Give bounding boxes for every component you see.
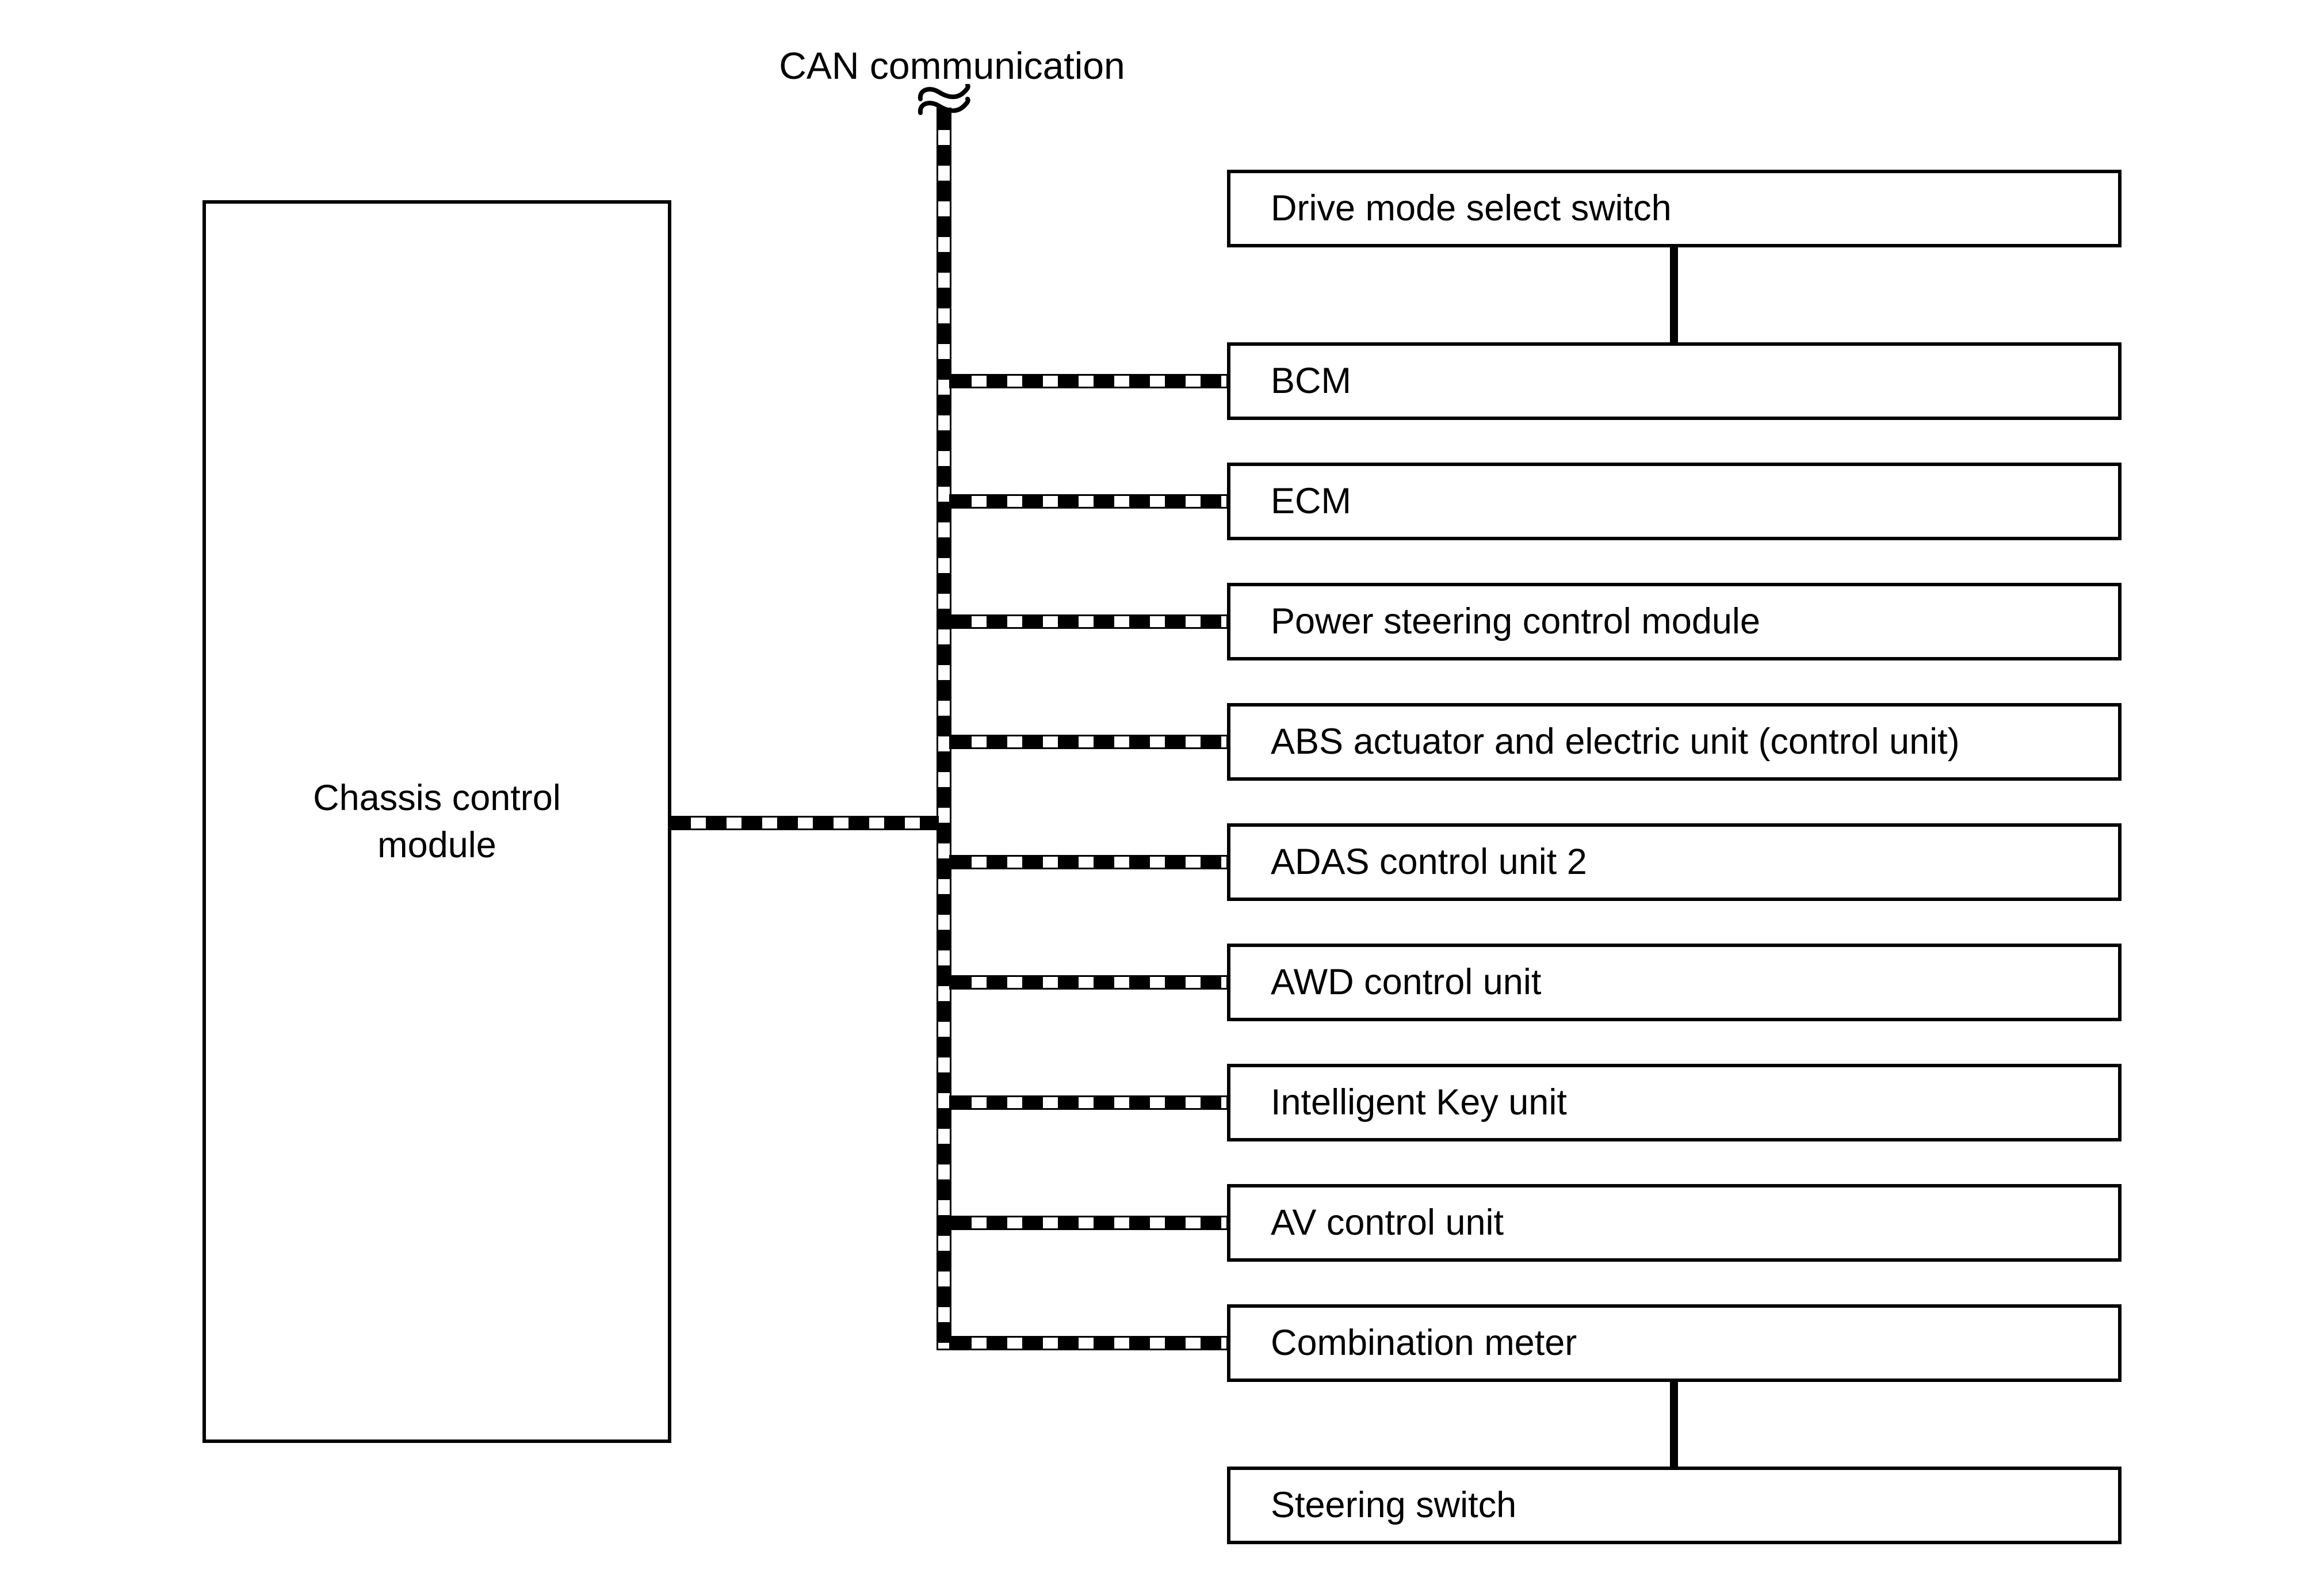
node-label: AWD control unit: [1271, 962, 1542, 1002]
node-label: BCM: [1271, 361, 1351, 401]
node-adas-control-unit-2: ADAS control unit 2: [1227, 823, 2122, 901]
can-bus-trunk-line: [937, 108, 951, 1350]
node-drive-mode-select-switch: Drive mode select switch: [1227, 170, 2122, 247]
can-branch-intelligent-key: [949, 1095, 1228, 1110]
node-steering-switch: Steering switch: [1227, 1467, 2122, 1544]
node-label: Combination meter: [1271, 1323, 1577, 1363]
node-label: ECM: [1271, 481, 1351, 521]
node-ecm: ECM: [1227, 463, 2122, 540]
node-label: Chassis control module: [313, 778, 561, 865]
node-chassis-control-module: Chassis control module: [202, 200, 671, 1443]
node-label: Drive mode select switch: [1271, 188, 1672, 228]
node-combination-meter: Combination meter: [1227, 1304, 2122, 1382]
can-branch-adas: [949, 855, 1228, 869]
node-awd-control-unit: AWD control unit: [1227, 944, 2122, 1021]
can-branch-power-steering: [949, 614, 1228, 629]
node-av-control-unit: AV control unit: [1227, 1184, 2122, 1262]
line-break-icon: [918, 84, 970, 115]
can-communication-label: CAN communication: [779, 44, 1125, 87]
can-branch-awd: [949, 975, 1228, 990]
can-branch-av: [949, 1216, 1228, 1230]
can-branch-abs: [949, 735, 1228, 749]
node-bcm: BCM: [1227, 342, 2122, 420]
can-branch-ecm: [949, 494, 1228, 509]
node-abs-actuator: ABS actuator and electric unit (control …: [1227, 703, 2122, 781]
node-label: ADAS control unit 2: [1271, 842, 1587, 882]
node-label: Steering switch: [1271, 1485, 1517, 1525]
connector-drive-mode-to-bcm: [1670, 245, 1678, 345]
node-label: AV control unit: [1271, 1202, 1504, 1243]
node-label: ABS actuator and electric unit (control …: [1271, 721, 1960, 762]
node-intelligent-key-unit: Intelligent Key unit: [1227, 1064, 2122, 1141]
node-power-steering-control-module: Power steering control module: [1227, 583, 2122, 660]
node-label: Intelligent Key unit: [1271, 1082, 1567, 1122]
can-branch-bcm: [949, 374, 1228, 388]
connector-combination-meter-to-steering-switch: [1670, 1379, 1678, 1469]
can-branch-chassis: [668, 816, 939, 830]
node-label: Power steering control module: [1271, 601, 1760, 642]
can-branch-combination-meter: [949, 1336, 1228, 1350]
